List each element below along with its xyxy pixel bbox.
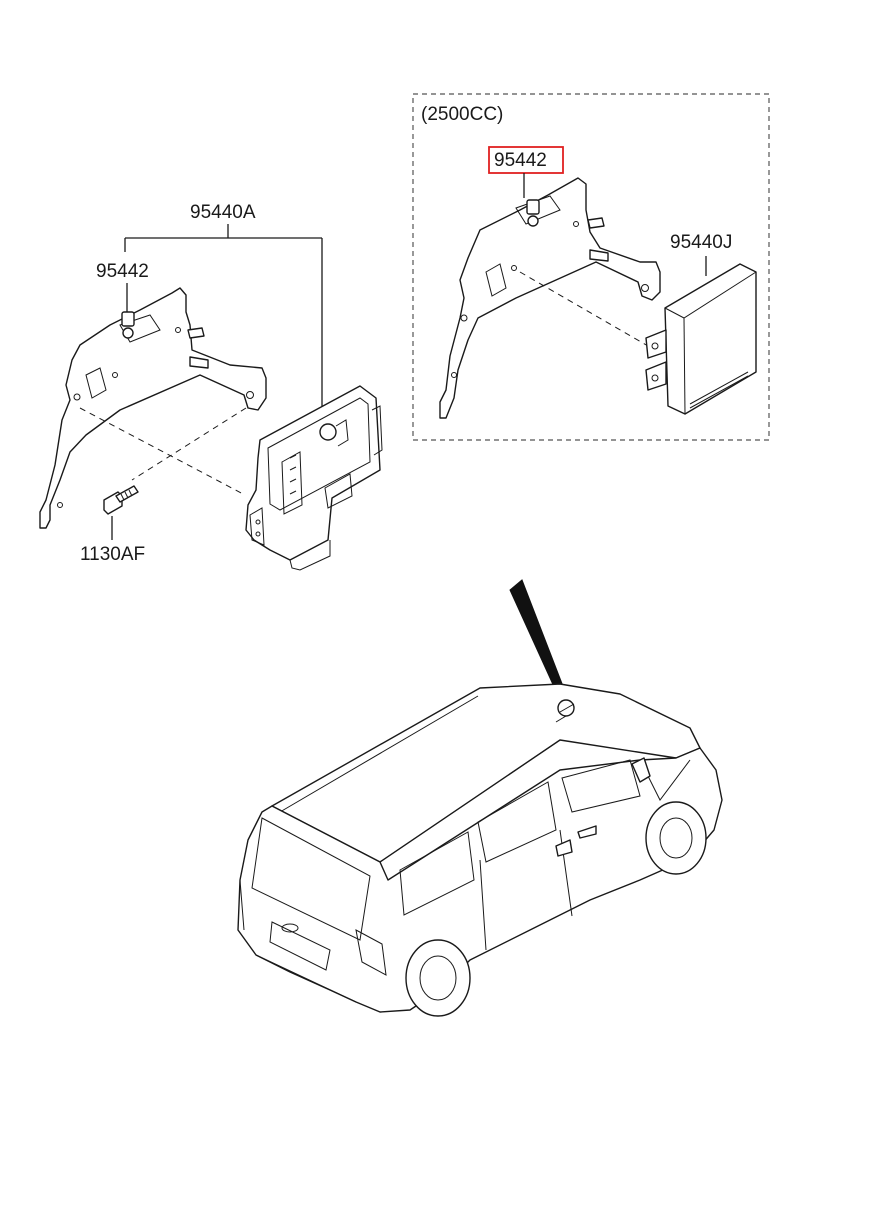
ecu-module-right [645,263,757,415]
label-95440A[interactable]: 95440A [190,202,256,223]
bracket-left [39,287,267,529]
van-illustration [237,683,723,1017]
highlight-box [488,146,564,174]
dash-line-left-2 [131,407,247,481]
dash-line-right [519,271,649,347]
leader-95440A [124,224,323,410]
dash-line-left-1 [79,407,246,496]
left-assembly: 95440A 95442 [39,202,383,571]
variant-2500cc-box: (2500CC) 95442 [412,93,770,441]
label-1130AF[interactable]: 1130AF [80,544,145,565]
bolt-1130AF [103,485,139,515]
label-2500cc[interactable]: (2500CC) [421,104,503,125]
bracket-right [439,177,661,419]
location-arrow [509,579,567,701]
label-95442-right[interactable]: 95442 [494,150,547,171]
ecu-module-left [245,385,383,571]
label-95440J[interactable]: 95440J [670,232,732,253]
label-95442-left[interactable]: 95442 [96,261,149,282]
